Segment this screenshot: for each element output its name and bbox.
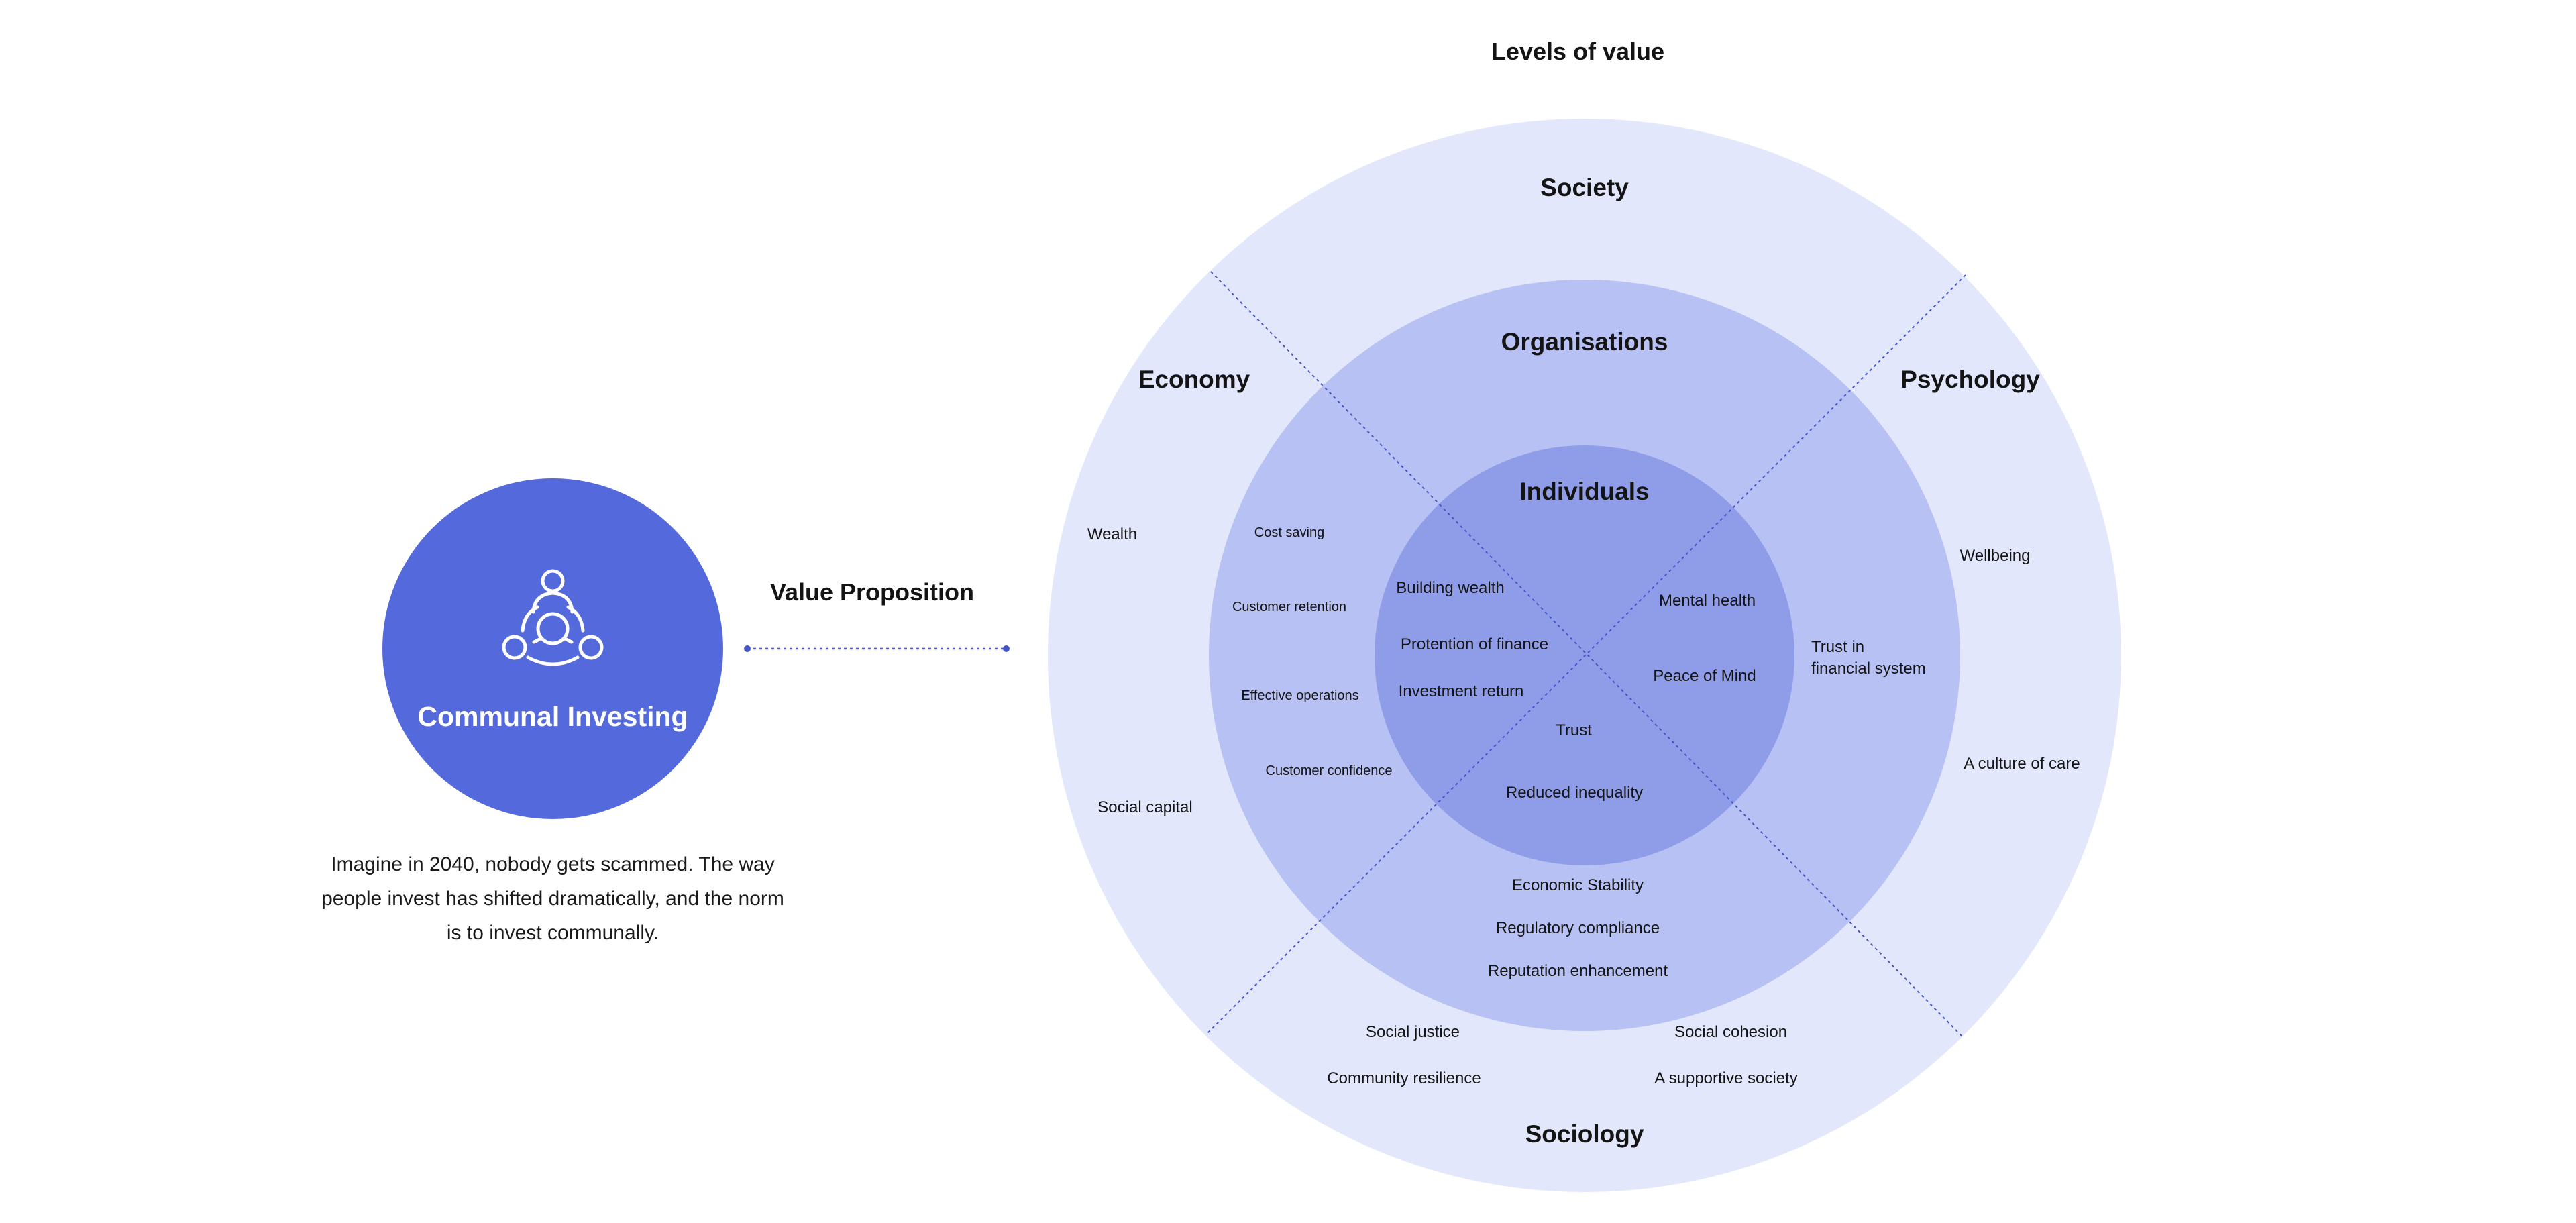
hub-circle [382,478,723,819]
value-proposition-label: Value Proposition [770,578,974,606]
connector-end-left [744,645,751,652]
hub-description-line1: Imagine in 2040, nobody gets scammed. Th… [331,853,775,875]
hub-description-line2: people invest has shifted dramatically, … [321,888,784,910]
ring-title-individuals: Individuals [1519,478,1649,505]
hub-label: Communal Investing [417,701,688,732]
outer-item-social-cohesion: Social cohesion [1674,1023,1787,1041]
category-psychology: Psychology [1900,366,2040,393]
outer-item-wealth: Wealth [1087,525,1137,543]
middle-item-trust-line2: financial system [1811,659,1926,678]
ring-title-organisations: Organisations [1501,328,1668,356]
inner-item-protention-of-finance: Protention of finance [1401,635,1548,653]
outer-item-social-justice: Social justice [1366,1023,1460,1041]
inner-item-trust: Trust [1556,721,1592,739]
inner-item-mental-health: Mental health [1659,592,1756,610]
connector-end-right [1003,645,1010,652]
inner-item-peace-of-mind: Peace of Mind [1653,667,1756,685]
middle-item-trust-line1: Trust in [1811,638,1864,656]
diagram-title: Levels of value [1491,38,1664,65]
middle-item-effective-operations: Effective operations [1241,688,1358,703]
category-economy: Economy [1138,366,1250,393]
hub-description-line3: is to invest communally. [447,922,659,944]
middle-item-regulatory-compliance: Regulatory compliance [1496,919,1660,937]
outer-item-culture-of-care: A culture of care [1964,755,2080,773]
outer-item-social-capital: Social capital [1097,798,1192,816]
outer-item-wellbeing: Wellbeing [1960,547,2031,565]
outer-item-community-resilience: Community resilience [1327,1069,1481,1087]
community-people-icon [502,569,604,666]
ring-title-society: Society [1540,174,1629,201]
middle-item-customer-confidence: Customer confidence [1266,763,1393,778]
inner-item-investment-return: Investment return [1399,682,1524,700]
category-sociology: Sociology [1525,1120,1644,1148]
inner-item-building-wealth: Building wealth [1396,579,1504,597]
middle-item-economic-stability: Economic Stability [1512,876,1644,894]
middle-item-cost-saving: Cost saving [1254,525,1325,540]
middle-item-reputation-enhancement: Reputation enhancement [1488,962,1668,980]
middle-item-customer-retention: Customer retention [1232,600,1346,615]
outer-item-supportive-society: A supportive society [1654,1069,1797,1087]
inner-item-reduced-inequality: Reduced inequality [1506,784,1643,802]
